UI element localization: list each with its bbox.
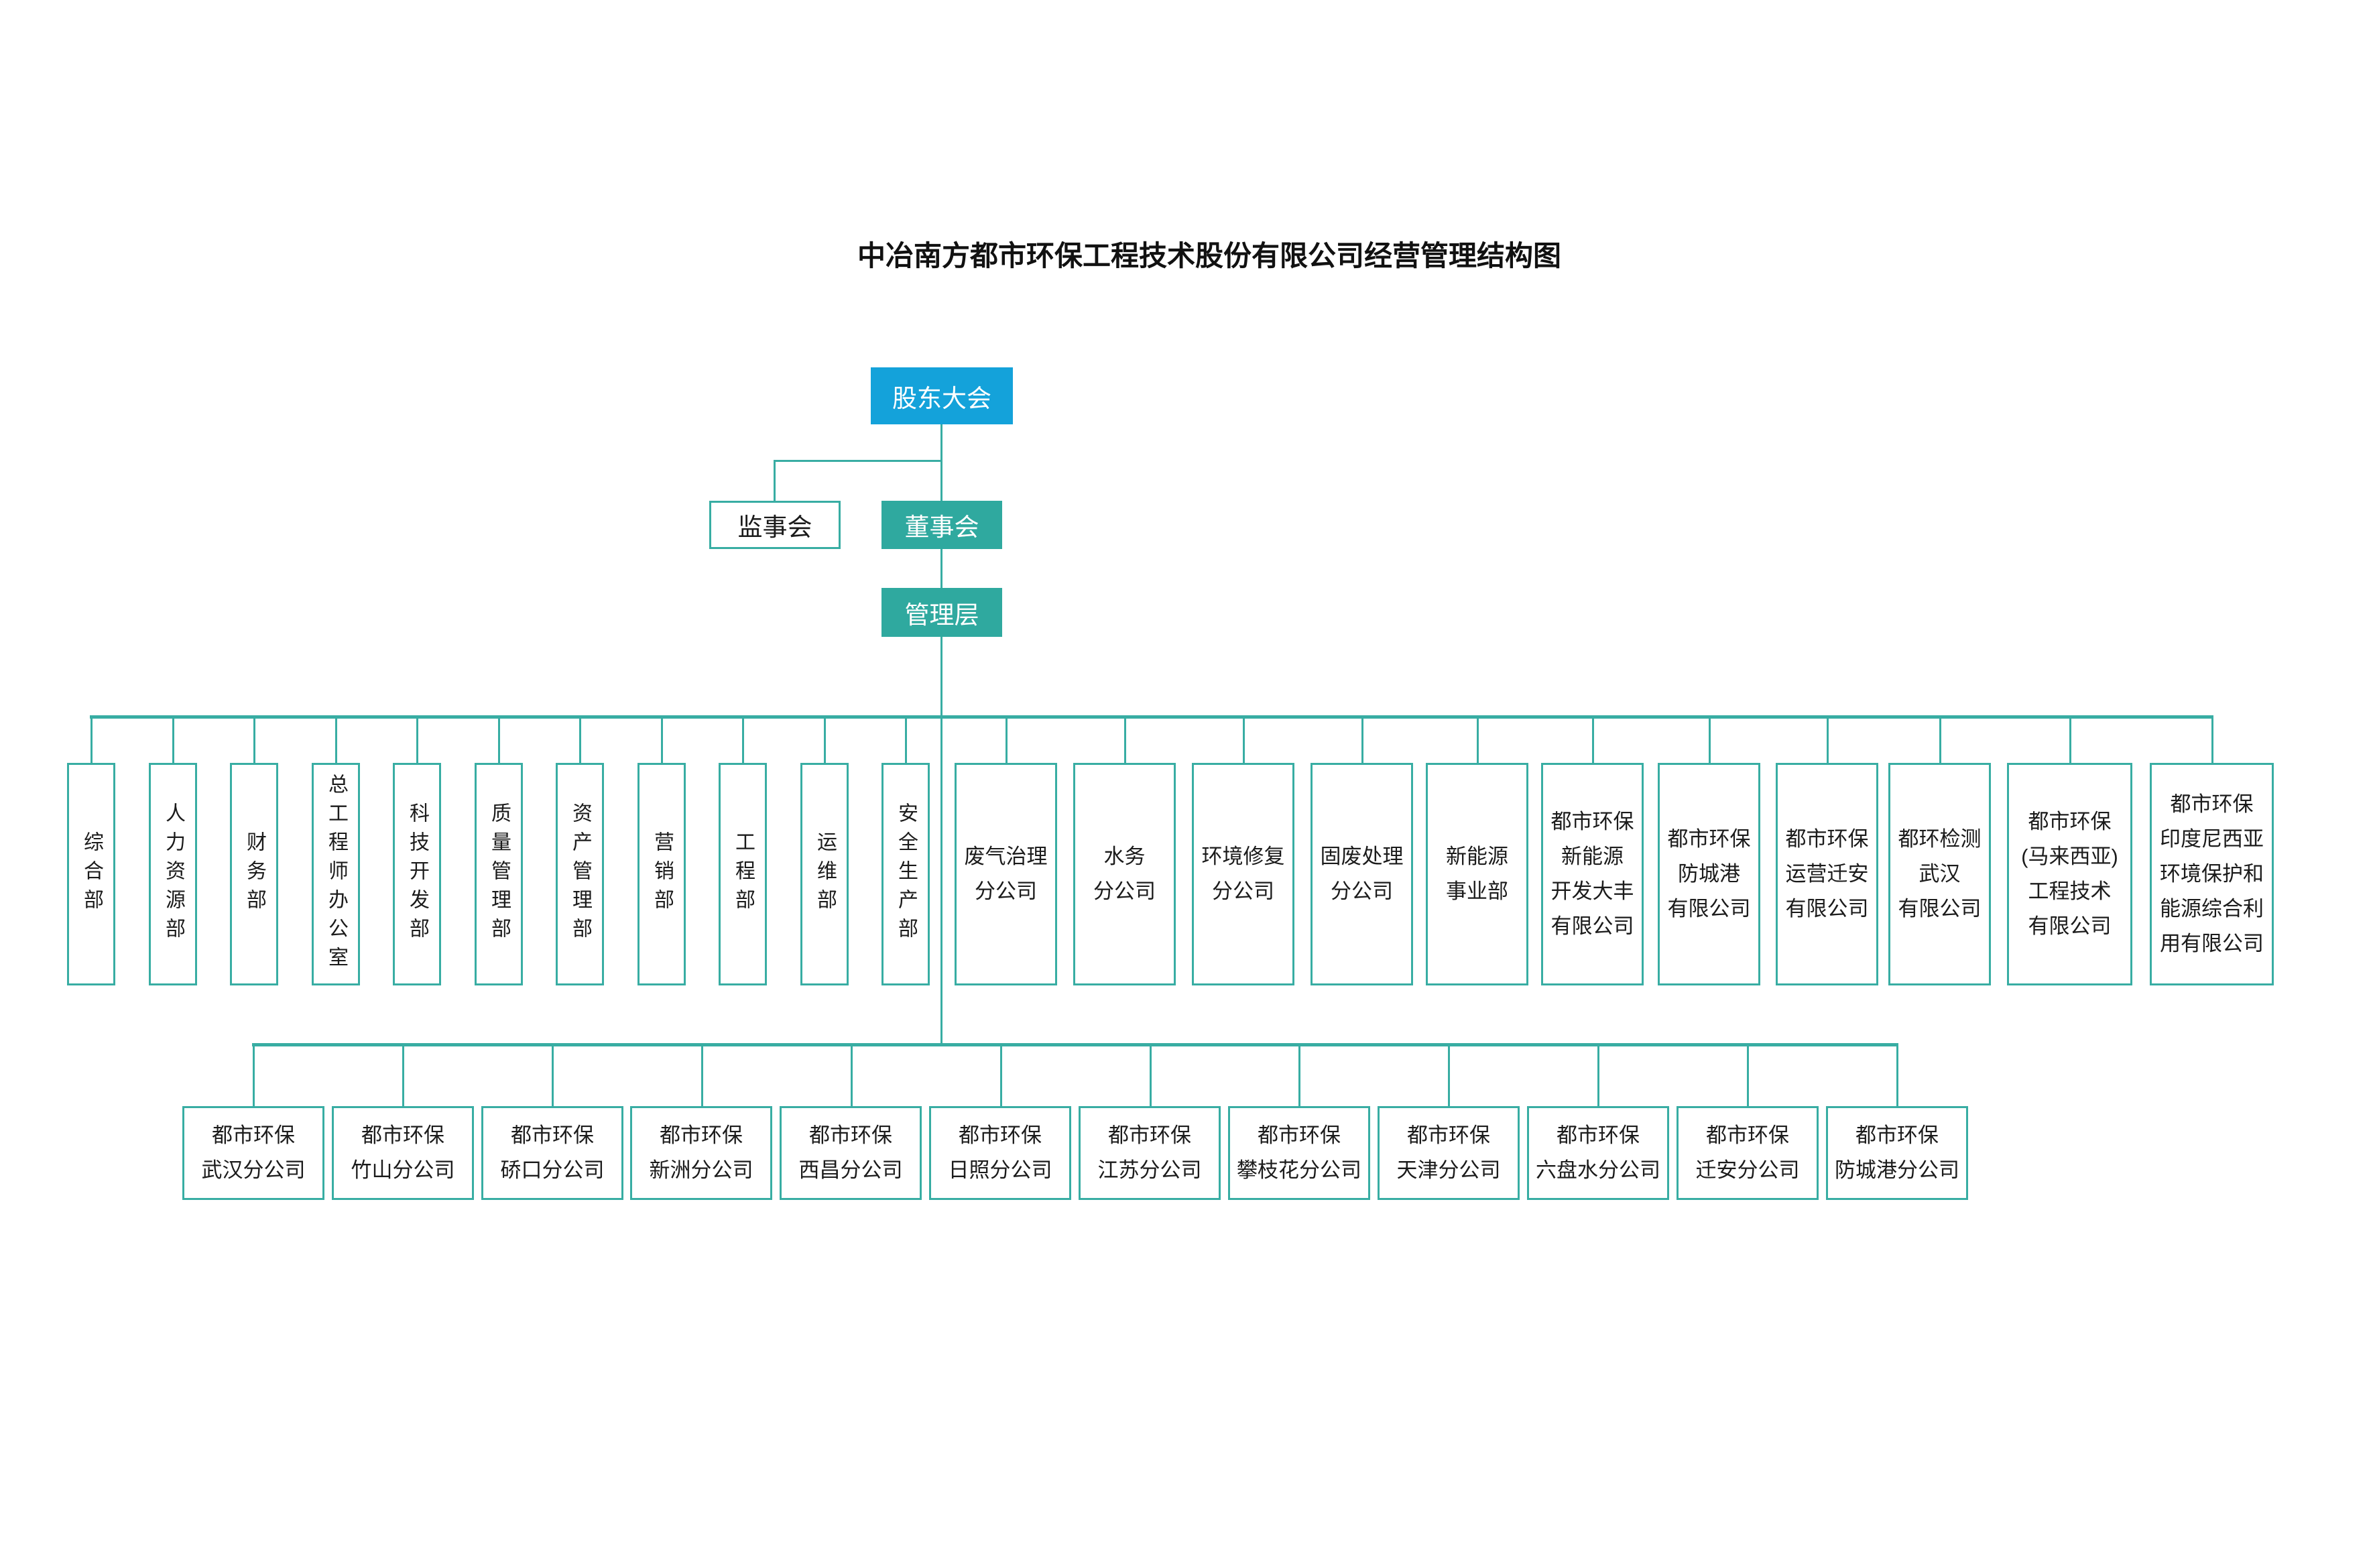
connector <box>498 719 500 763</box>
branch-box-7: 都市环保 江苏分公司 <box>1079 1106 1221 1200</box>
connector <box>851 1046 853 1106</box>
subsidiary-box-1: 废气治理 分公司 <box>955 763 1057 985</box>
dept-box-7: 资产管理部 <box>556 763 604 985</box>
connector <box>774 460 942 462</box>
connector <box>1298 1046 1300 1106</box>
connector <box>1597 1046 1599 1106</box>
connector <box>905 719 907 763</box>
connector <box>940 719 942 1044</box>
connector <box>1896 1046 1898 1106</box>
connector <box>742 719 744 763</box>
connector <box>1243 719 1245 763</box>
branch-box-9: 都市环保 天津分公司 <box>1378 1106 1520 1200</box>
branch-box-2: 都市环保 竹山分公司 <box>332 1106 474 1200</box>
node-management: 管理层 <box>881 588 1002 637</box>
connector <box>90 719 93 763</box>
connector <box>661 719 663 763</box>
connector <box>701 1046 703 1106</box>
connector <box>1124 719 1126 763</box>
connector <box>252 1043 1898 1046</box>
branch-box-4: 都市环保 新洲分公司 <box>630 1106 772 1200</box>
dept-box-8: 营销部 <box>637 763 686 985</box>
dept-box-4: 总工程师办公室 <box>312 763 360 985</box>
connector <box>1709 719 1711 763</box>
subsidiary-box-7: 都市环保 防城港 有限公司 <box>1658 763 1760 985</box>
subsidiary-box-5: 新能源 事业部 <box>1426 763 1528 985</box>
dept-box-5: 科技开发部 <box>393 763 441 985</box>
connector <box>1827 719 1829 763</box>
dept-box-9: 工程部 <box>719 763 767 985</box>
connector <box>774 460 776 501</box>
connector <box>824 719 826 763</box>
connector <box>1592 719 1594 763</box>
connector <box>90 715 2213 719</box>
connector <box>2211 719 2213 763</box>
connector <box>253 719 255 763</box>
dept-box-2: 人力资源部 <box>149 763 197 985</box>
subsidiary-box-3: 环境修复 分公司 <box>1192 763 1294 985</box>
connector <box>1361 719 1363 763</box>
branch-box-3: 都市环保 硚口分公司 <box>481 1106 623 1200</box>
connector <box>172 719 174 763</box>
connector <box>402 1046 404 1106</box>
connector <box>2069 719 2071 763</box>
subsidiary-box-8: 都市环保 运营迁安 有限公司 <box>1776 763 1878 985</box>
connector <box>1939 719 1941 763</box>
connector <box>1150 1046 1152 1106</box>
connector <box>1006 719 1008 763</box>
node-supervisory-board: 监事会 <box>709 501 841 549</box>
connector <box>579 719 581 763</box>
connector <box>940 637 942 717</box>
subsidiary-box-2: 水务 分公司 <box>1073 763 1176 985</box>
branch-box-8: 都市环保 攀枝花分公司 <box>1228 1106 1370 1200</box>
subsidiary-box-11: 都市环保 印度尼西亚 环境保护和 能源综合利 用有限公司 <box>2150 763 2274 985</box>
dept-box-6: 质量管理部 <box>475 763 523 985</box>
dept-box-11: 安全生产部 <box>881 763 930 985</box>
connector <box>253 1046 255 1106</box>
dept-box-3: 财务部 <box>230 763 278 985</box>
connector <box>552 1046 554 1106</box>
connector <box>940 424 942 501</box>
connector <box>1747 1046 1749 1106</box>
connector <box>416 719 418 763</box>
branch-box-12: 都市环保 防城港分公司 <box>1826 1106 1968 1200</box>
branch-box-5: 都市环保 西昌分公司 <box>780 1106 922 1200</box>
connector <box>1448 1046 1450 1106</box>
branch-box-11: 都市环保 迁安分公司 <box>1677 1106 1819 1200</box>
node-board-of-directors: 董事会 <box>881 501 1002 549</box>
subsidiary-box-4: 固废处理 分公司 <box>1311 763 1413 985</box>
dept-box-10: 运维部 <box>800 763 849 985</box>
node-shareholders-meeting: 股东大会 <box>871 367 1013 424</box>
subsidiary-box-9: 都环检测 武汉 有限公司 <box>1888 763 1991 985</box>
dept-box-1: 综合部 <box>67 763 115 985</box>
subsidiary-box-6: 都市环保 新能源 开发大丰 有限公司 <box>1541 763 1644 985</box>
chart-title: 中冶南方都市环保工程技术股份有限公司经营管理结构图 <box>857 240 1561 272</box>
connector <box>940 549 942 588</box>
branch-box-10: 都市环保 六盘水分公司 <box>1527 1106 1669 1200</box>
connector <box>335 719 337 763</box>
connector <box>1000 1046 1002 1106</box>
branch-box-6: 都市环保 日照分公司 <box>929 1106 1071 1200</box>
subsidiary-box-10: 都市环保 (马来西亚) 工程技术 有限公司 <box>2007 763 2132 985</box>
branch-box-1: 都市环保 武汉分公司 <box>182 1106 324 1200</box>
connector <box>1477 719 1479 763</box>
